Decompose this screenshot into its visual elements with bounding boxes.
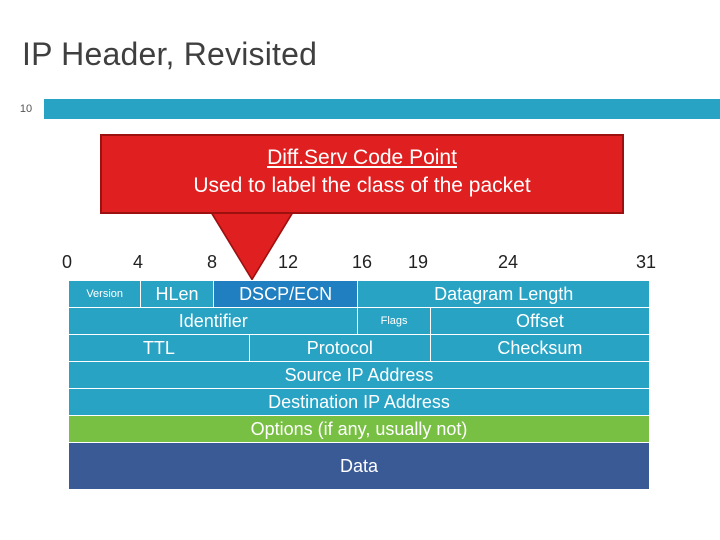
- ruler-tick-12: 12: [278, 252, 299, 272]
- cell-ttl: TTL: [68, 334, 250, 362]
- table-row: Options (if any, usually not): [68, 415, 650, 443]
- cell-datagram-length: Datagram Length: [357, 280, 650, 308]
- table-row: TTL Protocol Checksum: [68, 334, 651, 362]
- cell-identifier: Identifier: [67, 307, 359, 335]
- table-row: Data: [68, 442, 650, 490]
- table-row: Destination IP Address: [68, 388, 650, 416]
- cell-hlen: HLen: [140, 280, 214, 308]
- cell-offset: Offset: [429, 307, 651, 335]
- cell-version: Version: [67, 280, 142, 308]
- cell-checksum: Checksum: [429, 334, 651, 362]
- callout-pointer: [212, 212, 292, 278]
- ruler-tick-31: 31: [636, 252, 657, 272]
- slide-number-bar: 10: [0, 99, 720, 119]
- callout-subtitle: Used to label the class of the packet: [193, 174, 531, 197]
- ruler-tick-0: 0: [62, 252, 73, 272]
- callout-title: Diff.Serv Code Point: [267, 146, 457, 169]
- callout-banner: Diff.Serv Code Point Used to label the c…: [100, 134, 624, 214]
- cell-protocol: Protocol: [248, 334, 431, 362]
- accent-rule: [44, 99, 720, 119]
- cell-options: Options (if any, usually not): [68, 415, 650, 443]
- ruler-tick-24: 24: [498, 252, 519, 272]
- ruler-tick-16: 16: [352, 252, 373, 272]
- ip-header-table: Version HLen DSCP/ECN Datagram Length Id…: [67, 280, 651, 490]
- cell-source-ip: Source IP Address: [68, 361, 650, 389]
- cell-destination-ip: Destination IP Address: [68, 388, 650, 416]
- table-row: Source IP Address: [68, 361, 650, 389]
- page-title: IP Header, Revisited: [22, 36, 318, 72]
- cell-flags: Flags: [357, 307, 431, 335]
- table-row: Identifier Flags Offset: [67, 307, 651, 335]
- ruler-tick-4: 4: [133, 252, 144, 272]
- cell-dscp-ecn: DSCP/ECN: [212, 280, 359, 308]
- bit-ruler: 0 4 8 12 16 19 24 31: [0, 252, 720, 278]
- slide-number: 10: [8, 99, 44, 119]
- table-row: Version HLen DSCP/ECN Datagram Length: [67, 280, 650, 308]
- cell-data: Data: [68, 442, 650, 490]
- ruler-tick-19: 19: [408, 252, 429, 272]
- ruler-tick-8: 8: [207, 252, 218, 272]
